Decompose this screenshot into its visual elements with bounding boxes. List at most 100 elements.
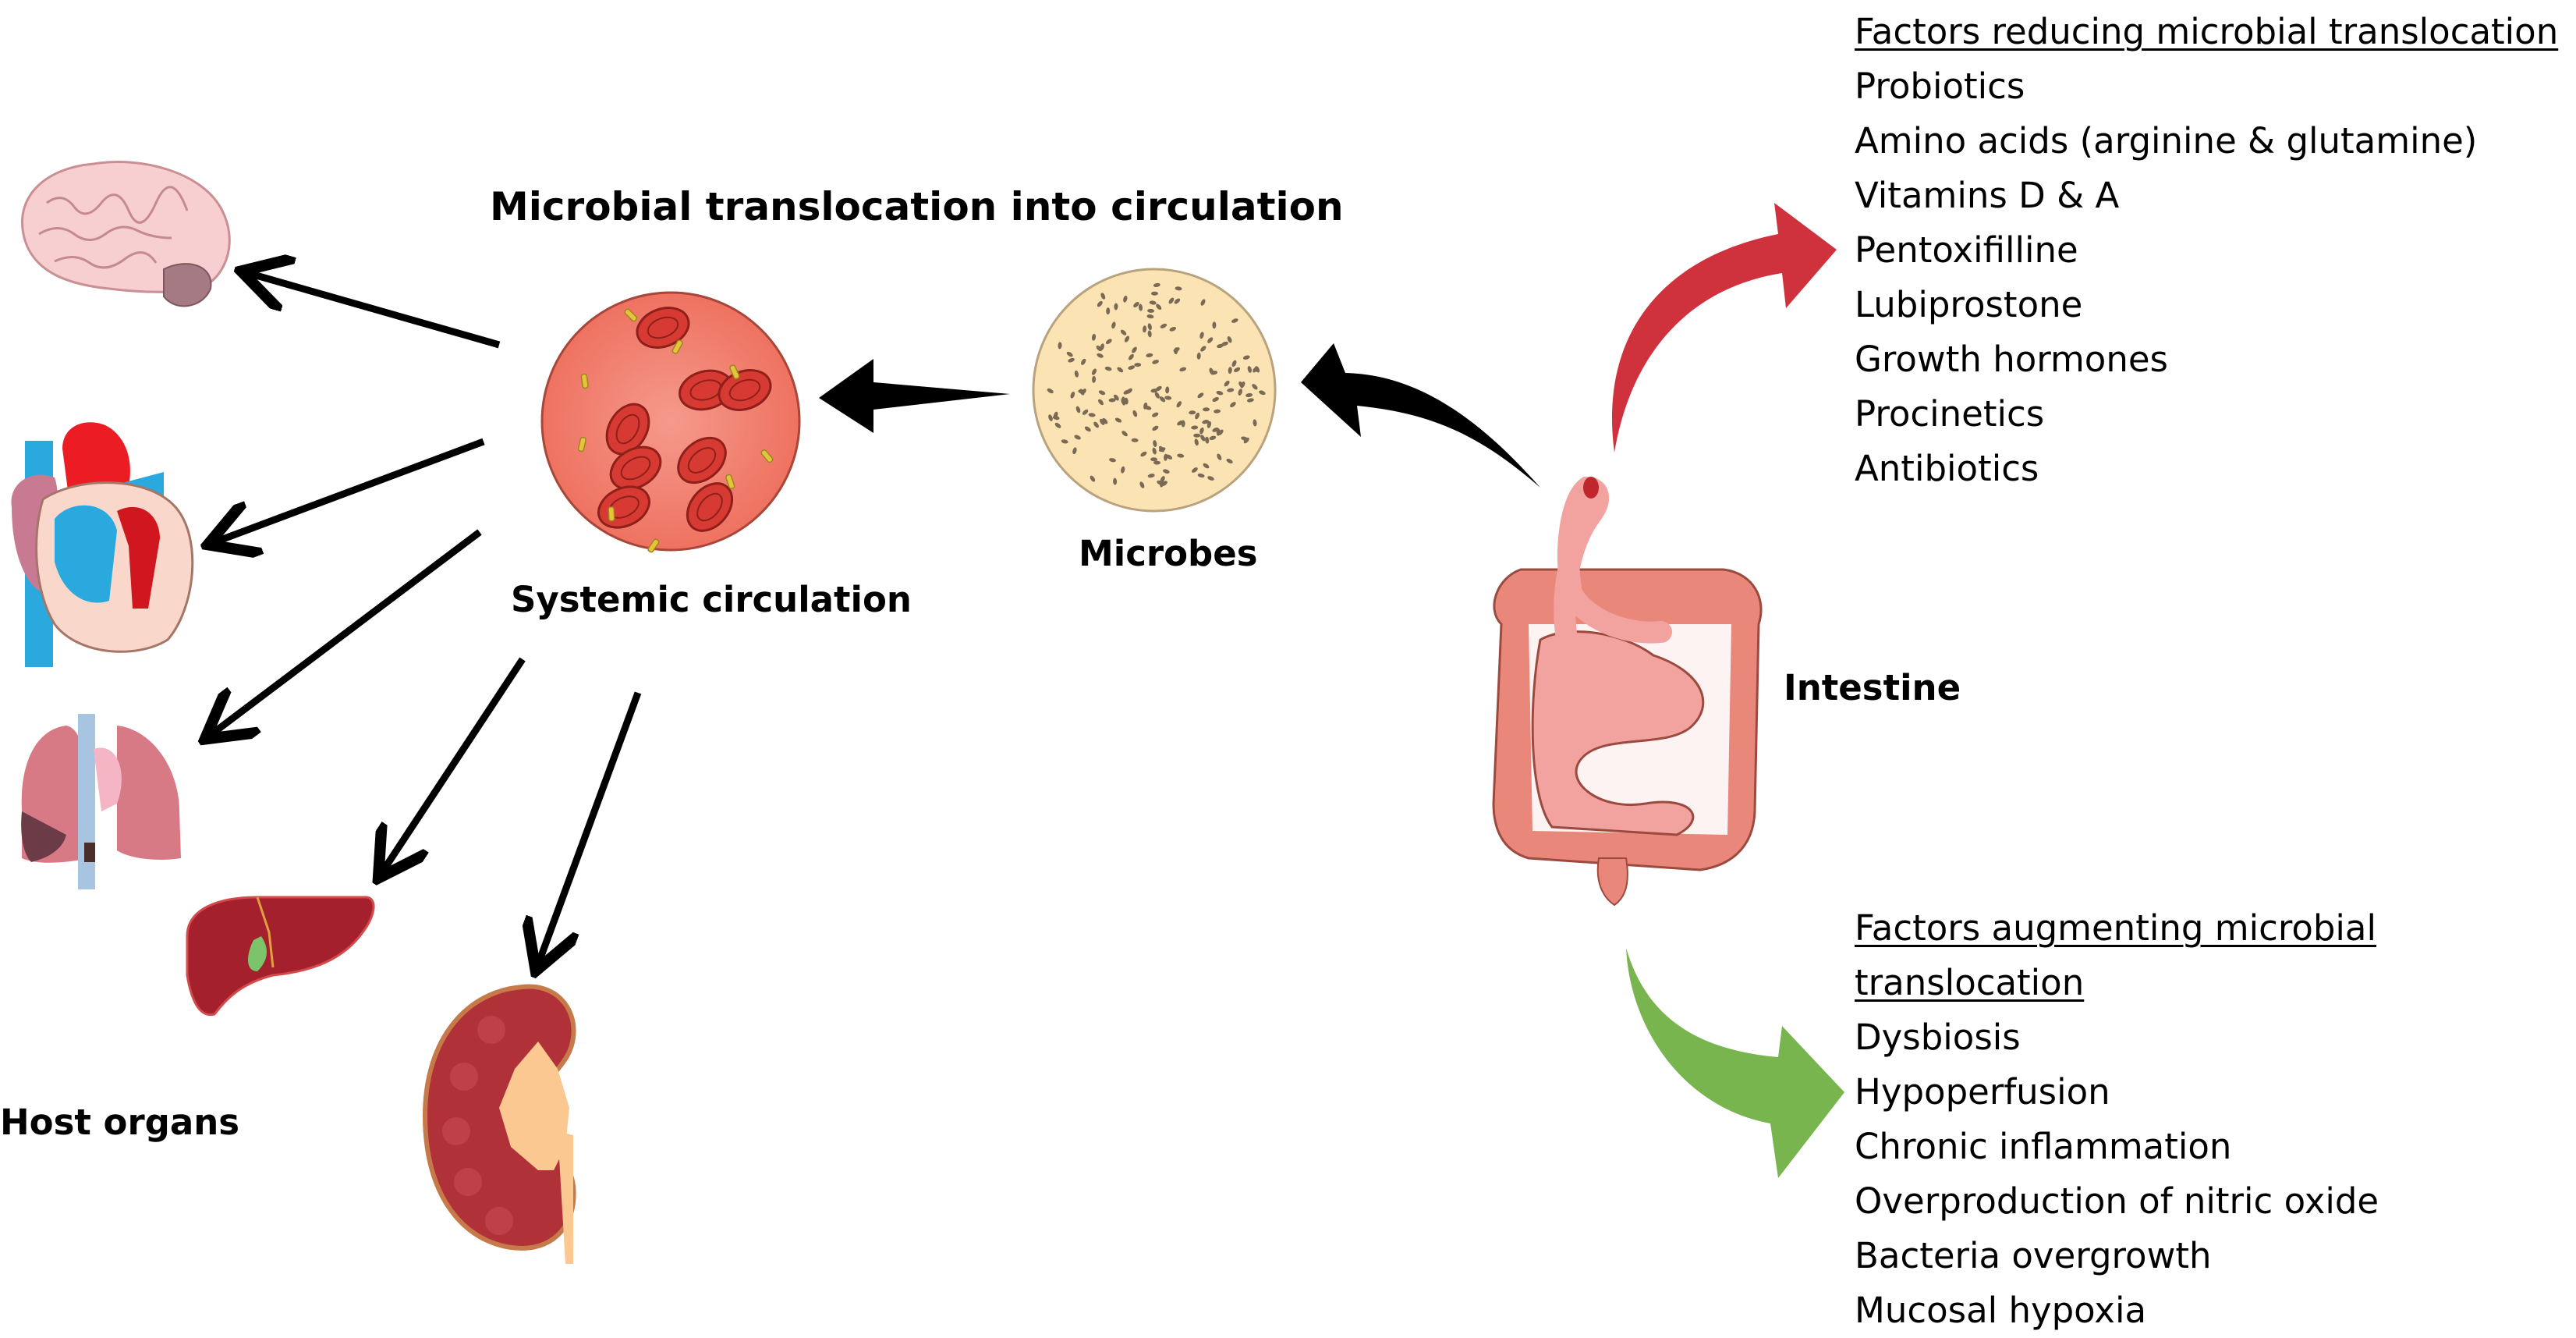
- bacterium: [624, 308, 638, 322]
- microbe-dot: [1128, 353, 1134, 360]
- microbe-dot: [1053, 411, 1058, 419]
- microbe-dot: [1207, 337, 1214, 343]
- microbe-dot: [1066, 351, 1073, 357]
- microbe-dot: [1123, 295, 1128, 303]
- microbe-dot: [1098, 390, 1106, 396]
- microbe-dot: [1253, 366, 1259, 373]
- microbes-label: Microbes: [1079, 533, 1258, 574]
- microbe-dot: [1153, 282, 1160, 287]
- microbe-dot: [1105, 339, 1112, 345]
- microbe-dot: [1168, 297, 1175, 304]
- microbe-dot: [1227, 335, 1232, 343]
- microbe-dot: [1203, 407, 1210, 412]
- microbe-dot: [1194, 438, 1199, 446]
- diagram-title: Microbial translocation into circulation: [490, 184, 1344, 229]
- microbe-dot: [1164, 396, 1172, 400]
- microbe-dot: [1166, 454, 1173, 460]
- microbe-dot: [1217, 453, 1222, 460]
- microbe-dot: [1140, 451, 1147, 457]
- arrow-to-liver: [382, 657, 526, 872]
- microbe-dot: [1205, 436, 1210, 444]
- bacterium: [760, 449, 774, 463]
- microbe-dot: [1100, 418, 1105, 425]
- microbe-dot: [1120, 329, 1127, 335]
- microbe-dot: [1091, 368, 1097, 375]
- microbe-dot: [1061, 439, 1068, 444]
- microbe-dot: [1234, 367, 1241, 373]
- microbe-dot: [1155, 385, 1162, 392]
- microbe-dot: [1143, 402, 1148, 410]
- microbe-dot: [1169, 326, 1177, 332]
- microbe-dot: [1091, 333, 1097, 341]
- microbe-dot: [1114, 417, 1122, 423]
- red-blood-cell: [636, 307, 690, 349]
- microbe-dot: [1147, 330, 1152, 338]
- liver-icon: [186, 896, 375, 1017]
- microbe-dot: [1177, 421, 1184, 426]
- microbe-dot: [1093, 421, 1099, 428]
- microbe-dot: [1146, 314, 1154, 319]
- microbe-dot: [1179, 367, 1187, 372]
- microbe-dot: [1097, 353, 1104, 358]
- bacterium: [671, 339, 683, 354]
- microbe-dot: [1212, 397, 1219, 402]
- microbe-dot: [1084, 426, 1091, 432]
- list-item: Pentoxifilline: [1855, 229, 2078, 271]
- microbe-dot: [1088, 413, 1096, 417]
- microbe-dot: [1092, 375, 1097, 383]
- microbe-dot: [1152, 412, 1159, 417]
- microbe-dot: [1121, 466, 1125, 474]
- microbe-dot: [1121, 431, 1128, 437]
- microbe-dot: [1070, 391, 1075, 399]
- microbe-dot: [1058, 342, 1062, 350]
- microbe-dot: [1212, 321, 1217, 329]
- microbe-dot: [1216, 428, 1221, 436]
- microbe-dot: [1150, 457, 1158, 462]
- list-item: Mucosal hypoxia: [1855, 1290, 2147, 1331]
- microbe-dot: [1224, 380, 1230, 387]
- microbe-dot: [1207, 476, 1214, 481]
- heart-icon: [11, 422, 194, 667]
- microbe-dot: [1152, 360, 1159, 364]
- microbe-dot: [1259, 390, 1266, 396]
- microbe-dot: [1200, 299, 1206, 306]
- microbe-dot: [1102, 417, 1108, 424]
- microbe-dot: [1106, 307, 1111, 315]
- microbe-dot: [1100, 343, 1104, 350]
- microbe-dot: [1226, 458, 1233, 464]
- red-blood-cell: [605, 403, 650, 456]
- list-item: Probiotics: [1855, 66, 2025, 107]
- microbe-dot: [1114, 303, 1118, 311]
- microbe-dot: [1139, 481, 1145, 488]
- microbe-dot: [1111, 321, 1116, 329]
- list-item: Bacteria overgrowth: [1855, 1235, 2212, 1276]
- list-item: Chronic inflammation: [1855, 1126, 2232, 1167]
- brain-icon: [21, 161, 231, 307]
- microbe-dot: [1143, 325, 1147, 333]
- microbe-dot: [1124, 335, 1130, 342]
- bacterium: [729, 364, 740, 380]
- red-blood-cell: [609, 445, 662, 491]
- bacterium: [647, 538, 660, 553]
- microbe-dot: [1193, 433, 1201, 438]
- microbe-dot: [1132, 346, 1137, 353]
- microbe-dot: [1216, 391, 1224, 396]
- microbe-dot: [1192, 467, 1198, 473]
- microbe-dot: [1117, 367, 1124, 373]
- microbe-dot: [1108, 398, 1116, 403]
- microbe-dot: [1252, 384, 1258, 390]
- microbe-dot: [1197, 473, 1205, 478]
- list-item: Hypoperfusion: [1855, 1071, 2110, 1113]
- microbe-dot: [1209, 367, 1214, 375]
- microbe-dot: [1245, 392, 1253, 398]
- microbes-icon: [1032, 268, 1277, 513]
- bacterium: [608, 506, 615, 522]
- bacterium: [725, 474, 735, 489]
- microbe-dot: [1227, 388, 1235, 392]
- microbe-dot: [1081, 358, 1086, 365]
- microbe-dot: [1196, 352, 1201, 360]
- microbe-dot: [1100, 293, 1106, 300]
- microbe-dot: [1090, 475, 1096, 482]
- red-blood-cell-inner: [687, 447, 717, 474]
- microbe-dot: [1253, 419, 1257, 427]
